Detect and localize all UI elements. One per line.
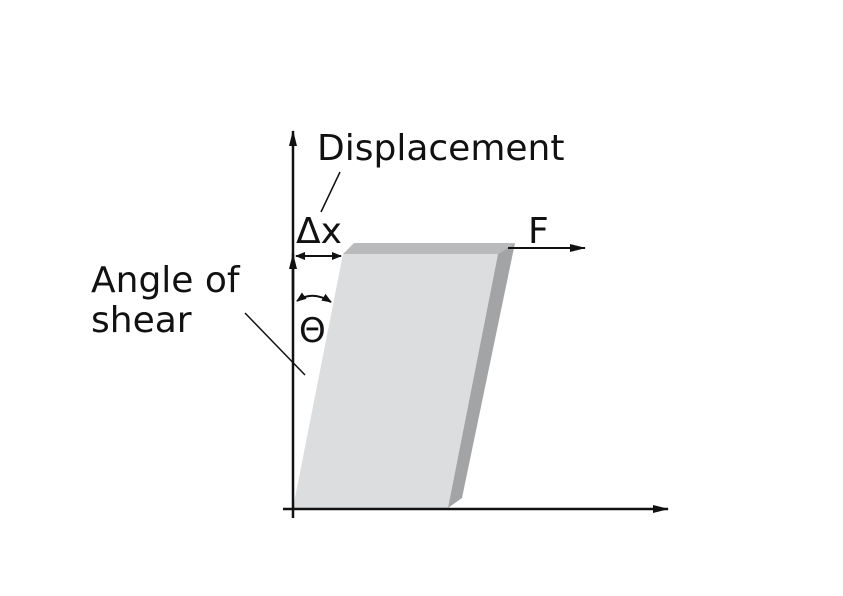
displacement-label: Displacement <box>317 128 564 169</box>
angle-label-line1: Angle of <box>91 260 241 301</box>
theta-arc <box>296 292 332 303</box>
angle-leader <box>244 312 306 376</box>
angle-label-line2: shear <box>91 300 192 341</box>
delta-x-label: Δx <box>296 211 342 252</box>
block-side-face <box>448 243 515 508</box>
theta-label: Θ <box>299 311 326 351</box>
block-front-face <box>293 254 498 508</box>
sheared-block <box>293 243 515 508</box>
force-label: F <box>528 211 549 252</box>
block-top-face <box>343 243 515 254</box>
displacement-leader <box>320 171 341 213</box>
